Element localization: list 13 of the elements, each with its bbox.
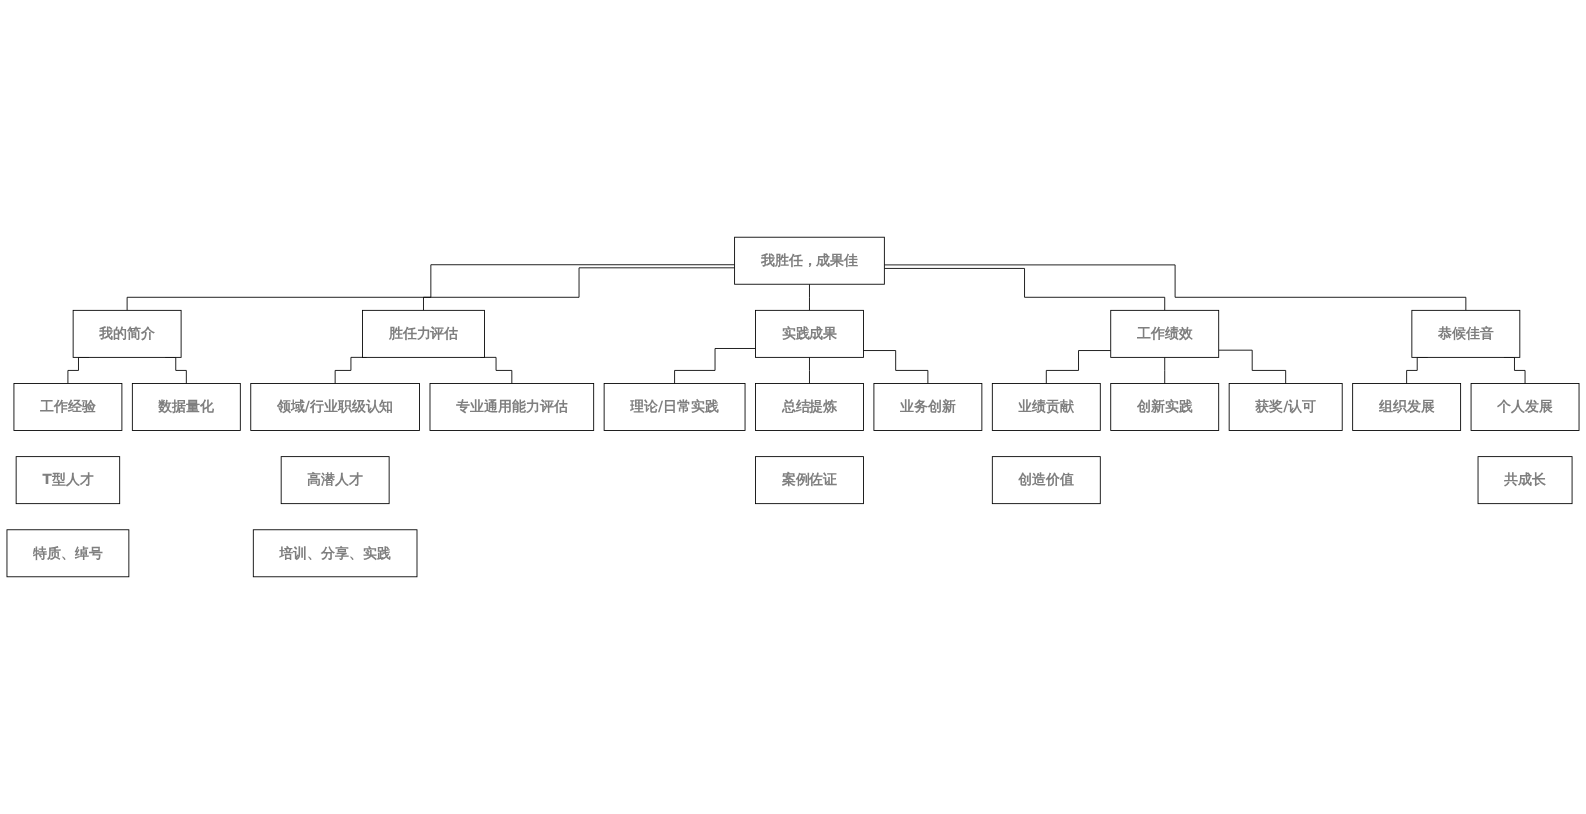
connector [1045,350,1112,384]
connector [863,350,929,384]
connector [883,264,1467,311]
connector [479,356,513,384]
connector [674,348,756,384]
connector [809,283,810,311]
connector [1164,356,1166,384]
connector [423,267,736,311]
connector [809,356,810,384]
connector [1218,349,1287,384]
connector [334,356,368,384]
connector [883,268,1166,311]
connector [126,264,736,311]
